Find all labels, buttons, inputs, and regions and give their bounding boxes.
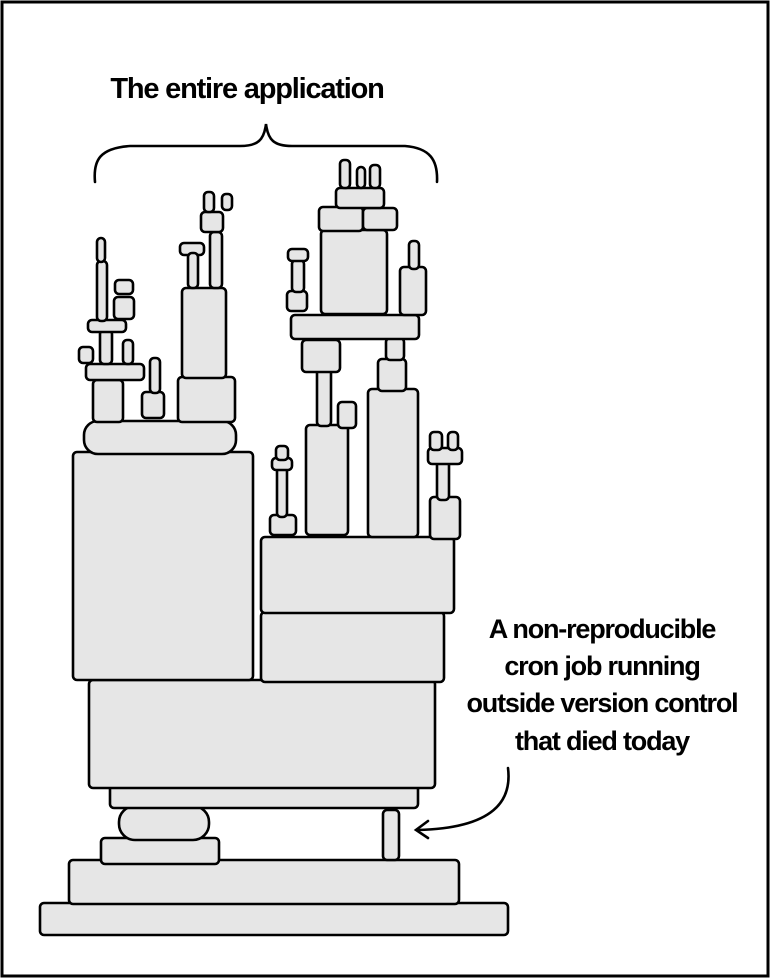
block [428, 430, 444, 452]
block [121, 338, 135, 366]
block [148, 356, 162, 395]
block [381, 808, 401, 862]
block [435, 458, 451, 502]
block [117, 804, 211, 842]
block [384, 336, 406, 362]
block [428, 495, 462, 541]
block [286, 247, 310, 263]
cron-job-label: A non-reproducible cron job running outs… [467, 614, 739, 756]
pointer-arrow [416, 766, 510, 832]
block [186, 251, 200, 290]
block [87, 678, 437, 790]
block [259, 610, 446, 684]
block [290, 258, 306, 294]
block [315, 367, 333, 428]
brace [93, 123, 439, 184]
pointer-arrowhead [413, 819, 430, 840]
block [67, 858, 461, 906]
block [426, 446, 464, 466]
block [71, 450, 255, 682]
block [199, 210, 225, 234]
label-line: outside version control [467, 688, 738, 718]
block [319, 228, 389, 316]
block [112, 295, 136, 321]
block [361, 206, 399, 232]
block [338, 158, 352, 190]
block [113, 278, 135, 296]
block [398, 265, 428, 317]
block [304, 423, 350, 537]
block [368, 163, 382, 190]
block [300, 338, 342, 374]
block [99, 836, 221, 866]
block [220, 192, 234, 212]
label-line: A non-reproducible [489, 614, 717, 644]
block [98, 328, 114, 366]
label-line: that died today [515, 726, 690, 756]
block [336, 400, 358, 430]
block [366, 387, 420, 539]
block [176, 375, 237, 424]
block [407, 239, 421, 271]
block [38, 901, 510, 937]
block [84, 362, 146, 382]
block [95, 259, 109, 323]
block [446, 430, 460, 452]
block [334, 186, 386, 210]
block [274, 444, 290, 462]
block [95, 236, 107, 264]
title-label: The entire application [110, 73, 383, 105]
block [285, 289, 309, 313]
block [77, 345, 95, 365]
block [82, 419, 238, 456]
block [259, 535, 456, 615]
label-line: cron job running [504, 651, 699, 681]
block [202, 190, 216, 214]
block [180, 286, 228, 380]
block [355, 165, 367, 190]
block [275, 465, 289, 519]
block [376, 357, 408, 393]
block-tower [38, 158, 510, 937]
block [289, 313, 421, 341]
block [86, 318, 128, 334]
block [317, 205, 365, 233]
block [140, 390, 166, 420]
block [208, 230, 224, 290]
block [91, 378, 125, 424]
